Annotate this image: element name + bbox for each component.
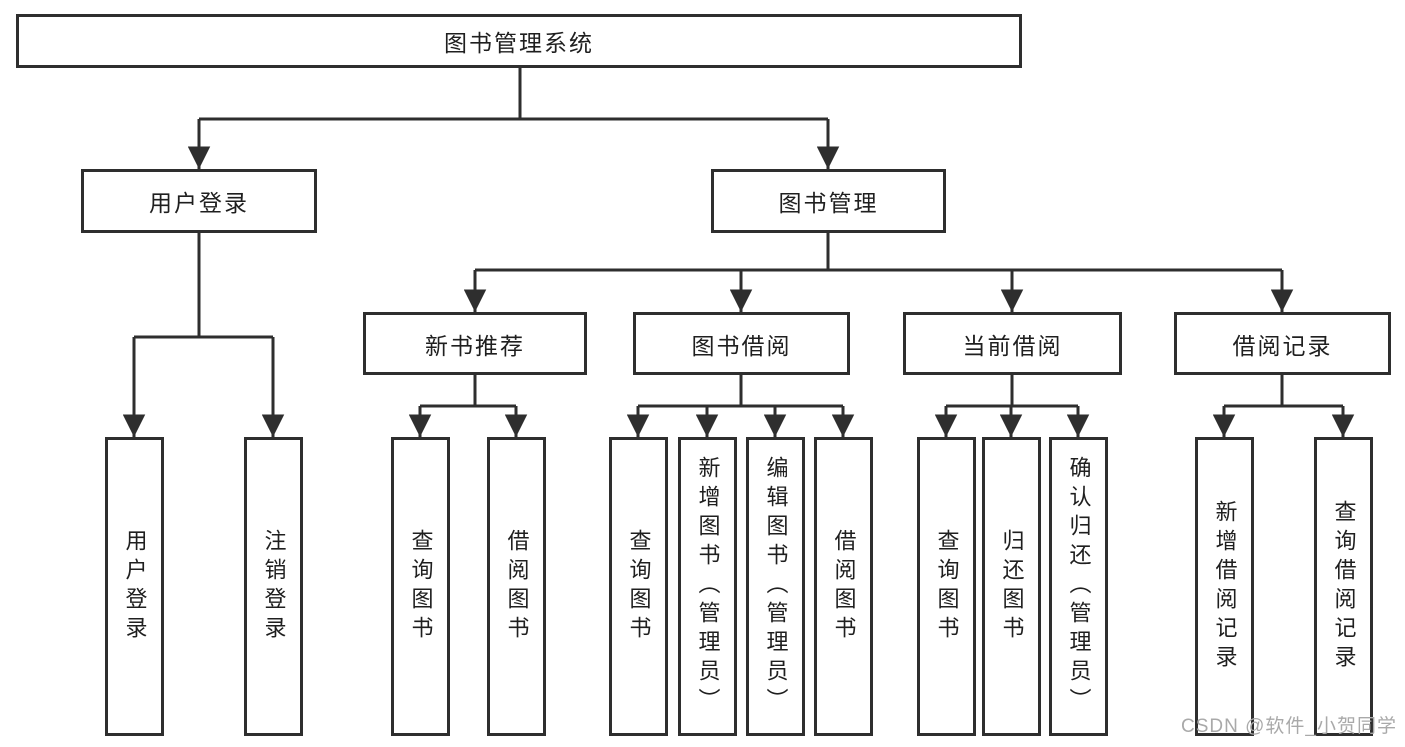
node-query-book-recommendation: 查询图书 bbox=[391, 437, 450, 736]
node-add-book-admin: 新增图书（管理员） bbox=[678, 437, 737, 736]
node-return-book: 归还图书 bbox=[982, 437, 1041, 736]
node-library-management-system: 图书管理系统 bbox=[16, 14, 1022, 68]
node-query-book-current: 查询图书 bbox=[917, 437, 976, 736]
node-query-book-borrowing: 查询图书 bbox=[609, 437, 668, 736]
node-borrow-book-recommendation: 借阅图书 bbox=[487, 437, 546, 736]
node-current-borrowing: 当前借阅 bbox=[903, 312, 1122, 375]
node-user-login: 用户登录 bbox=[81, 169, 317, 233]
node-borrow-book-action: 借阅图书 bbox=[814, 437, 873, 736]
node-edit-book-admin: 编辑图书（管理员） bbox=[746, 437, 805, 736]
node-confirm-return-admin: 确认归还（管理员） bbox=[1049, 437, 1108, 736]
node-add-borrow-record: 新增借阅记录 bbox=[1195, 437, 1254, 736]
node-new-book-recommendation: 新书推荐 bbox=[363, 312, 587, 375]
csdn-watermark: CSDN @软件_小贺同学 bbox=[1181, 716, 1397, 737]
node-book-borrowing: 图书借阅 bbox=[633, 312, 850, 375]
node-borrowing-records: 借阅记录 bbox=[1174, 312, 1391, 375]
node-logout-action: 注销登录 bbox=[244, 437, 303, 736]
node-book-management: 图书管理 bbox=[711, 169, 946, 233]
node-user-login-action: 用户登录 bbox=[105, 437, 164, 736]
node-query-borrow-record: 查询借阅记录 bbox=[1314, 437, 1373, 736]
